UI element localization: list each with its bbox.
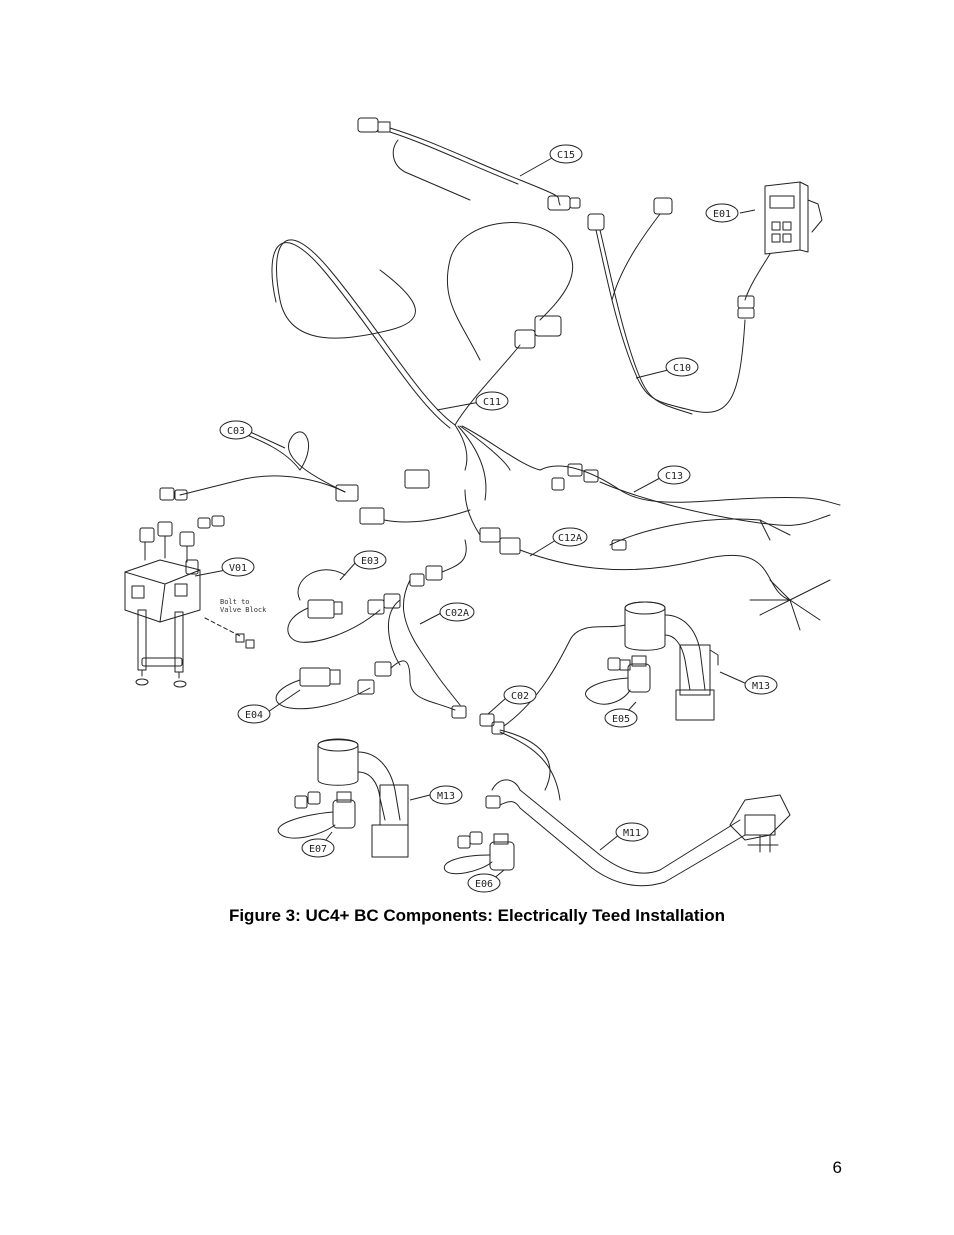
harness-c03 <box>159 429 471 529</box>
cylinder-assembly-left <box>277 738 409 858</box>
callout-c02a: C02A <box>445 608 469 619</box>
bolt-note-line1: Bolt to <box>220 598 250 606</box>
callout-m13-left: M13 <box>437 791 455 802</box>
harness-c13 <box>539 463 841 551</box>
harness-c11 <box>271 222 574 501</box>
sensor-e04 <box>275 660 467 719</box>
bolt-note-line2: Valve Block <box>220 606 267 614</box>
control-box-e01 <box>737 181 823 319</box>
cylinder-assembly-right <box>585 601 719 721</box>
callout-c13: C13 <box>665 471 683 482</box>
callout-e05: E05 <box>612 714 630 725</box>
harness-c12a <box>464 489 831 631</box>
harness-c02 <box>479 624 626 801</box>
harness-c10 <box>587 197 746 415</box>
callout-c10: C10 <box>673 363 691 374</box>
callout-c11: C11 <box>483 397 501 408</box>
callout-c02: C02 <box>511 691 529 702</box>
callout-e07: E07 <box>309 844 327 855</box>
tube-m11 <box>485 779 791 887</box>
callout-v01: V01 <box>229 563 247 574</box>
callout-e01: E01 <box>713 209 731 220</box>
callout-e06: E06 <box>475 879 493 890</box>
callout-c03: C03 <box>227 426 245 437</box>
callout-e03: E03 <box>361 556 379 567</box>
harness-c15 <box>357 117 581 211</box>
callout-m13-right: M13 <box>752 681 770 692</box>
callout-e04: E04 <box>245 710 263 721</box>
sensor-e03 <box>287 569 401 643</box>
callout-m11: M11 <box>623 828 641 839</box>
bolt-hardware <box>204 617 255 649</box>
harness-c02a <box>387 539 467 706</box>
figure-caption: Figure 3: UC4+ BC Components: Electrical… <box>228 906 726 925</box>
callout-c12a: C12A <box>558 533 582 544</box>
callout-c15: C15 <box>557 150 575 161</box>
valve-block-v01 <box>124 521 201 688</box>
components-diagram: C15 E01 C10 C11 C03 C13 C12A V01 E03 C02… <box>124 117 841 893</box>
sensor-e06 <box>443 831 515 875</box>
page-number: 6 <box>832 1158 842 1177</box>
